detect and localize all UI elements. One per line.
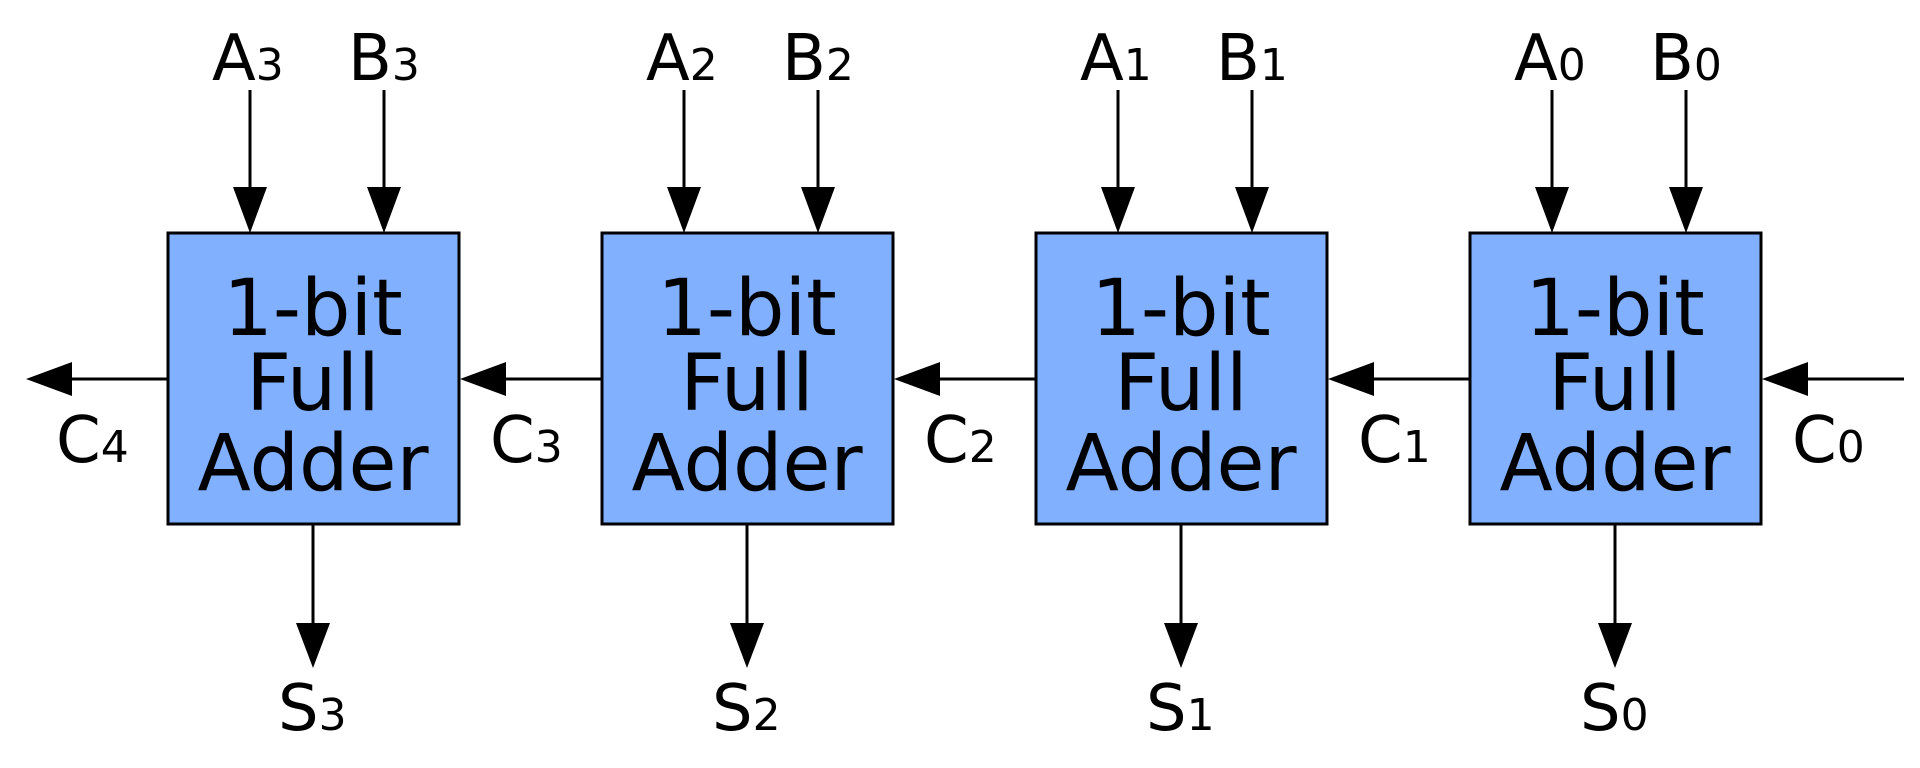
arrowhead-down-icon [1101,187,1135,233]
signal-label-c2: C2 [924,404,997,478]
full-adder-box [166,231,461,526]
full-adder-block-3: 1-bit Full Adder [166,231,461,526]
full-adder-box [600,231,895,526]
carry-labels: C4 C3 C2 C1 C0 [56,404,1865,478]
carry-wires [26,362,1904,396]
block-label-line1: 1-bit [657,264,837,354]
signal-label-c3: C3 [490,404,563,478]
block-label-line1: 1-bit [1525,264,1705,354]
signal-label-b0: B0 [1650,22,1722,96]
arrowhead-down-icon [730,623,764,668]
signal-label-b1: B1 [1216,22,1288,96]
signal-label-b3: B3 [348,22,420,96]
arrowhead-down-icon [296,623,330,668]
arrowhead-left-icon [26,362,72,396]
arrowhead-left-icon [460,362,506,396]
block-label-line2: Full [246,339,379,429]
full-adder-box [1034,231,1329,526]
input-wires [233,90,1703,233]
arrowhead-down-icon [1535,187,1569,233]
signal-label-a3: A3 [212,22,284,96]
signal-label-c1: C1 [1358,404,1431,478]
arrowhead-down-icon [801,187,835,233]
signal-label-a1: A1 [1080,22,1152,96]
block-label-line1: 1-bit [1091,264,1271,354]
signal-label-c0: C0 [1792,404,1865,478]
arrowhead-down-icon [1598,623,1632,668]
block-label-line2: Full [1114,339,1247,429]
full-adder-block-2: 1-bit Full Adder [600,231,895,526]
block-label-line3: Adder [197,419,429,509]
arrowhead-down-icon [1235,187,1269,233]
sum-labels: S3 S2 S1 S0 [278,672,1649,746]
block-label-line2: Full [680,339,813,429]
block-label-line3: Adder [631,419,863,509]
block-label-line2: Full [1548,339,1681,429]
full-adder-block-0: 1-bit Full Adder [1468,231,1763,526]
signal-label-c4: C4 [56,404,129,478]
sum-wires [296,524,1632,668]
arrowhead-down-icon [367,187,401,233]
block-label-line3: Adder [1065,419,1297,509]
arrowhead-left-icon [894,362,940,396]
signal-label-a2: A2 [646,22,718,96]
signal-label-s3: S3 [278,672,347,746]
block-label-line1: 1-bit [223,264,403,354]
signal-label-b2: B2 [782,22,854,96]
block-label-line3: Adder [1499,419,1731,509]
arrowhead-down-icon [233,187,267,233]
signal-label-s0: S0 [1580,672,1649,746]
arrowhead-left-icon [1762,362,1808,396]
arrowhead-down-icon [1164,623,1198,668]
signal-label-s2: S2 [712,672,781,746]
signal-label-s1: S1 [1146,672,1215,746]
signal-label-a0: A0 [1514,22,1586,96]
arrowhead-left-icon [1328,362,1374,396]
arrowhead-down-icon [667,187,701,233]
arrowhead-down-icon [1669,187,1703,233]
input-labels: A3 B3 A2 B2 A1 B1 A0 B0 [212,22,1722,96]
full-adder-block-1: 1-bit Full Adder [1034,231,1329,526]
